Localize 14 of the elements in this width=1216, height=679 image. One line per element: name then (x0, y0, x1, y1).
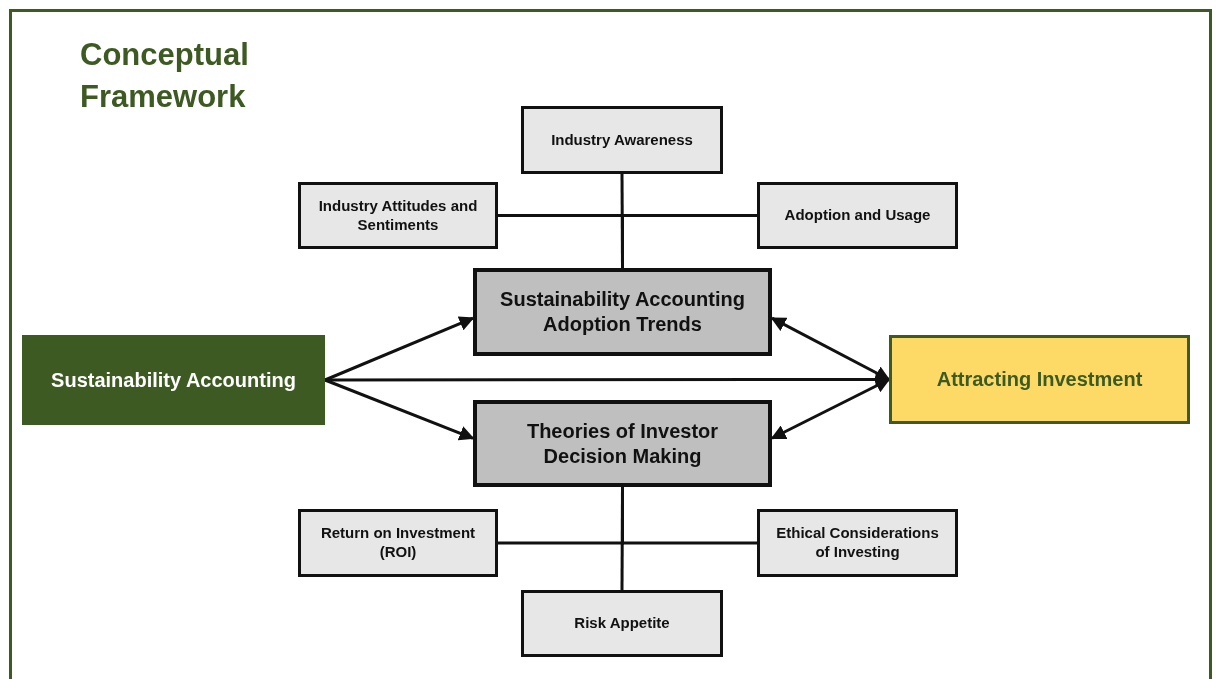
theme-box: Sustainability Accounting Adoption Trends (473, 268, 772, 356)
source-box: Sustainability Accounting (22, 335, 325, 425)
title: Conceptual Framework (80, 36, 250, 116)
factor-box: Ethical Considerations of Investing (757, 509, 958, 577)
factor-box: Risk Appetite (521, 590, 723, 657)
factor-box: Return on Investment (ROI) (298, 509, 498, 577)
factor-box: Industry Awareness (521, 106, 723, 174)
arrow (324, 378, 475, 441)
connector-line (621, 487, 757, 545)
theme-box: Theories of Investor Decision Making (473, 400, 772, 487)
connector-line (621, 214, 757, 268)
factor-box: Industry Attitudes and Sentiments (298, 182, 498, 249)
factor-box: Adoption and Usage (757, 182, 958, 249)
outcome-box: Attracting Investment (889, 335, 1190, 424)
